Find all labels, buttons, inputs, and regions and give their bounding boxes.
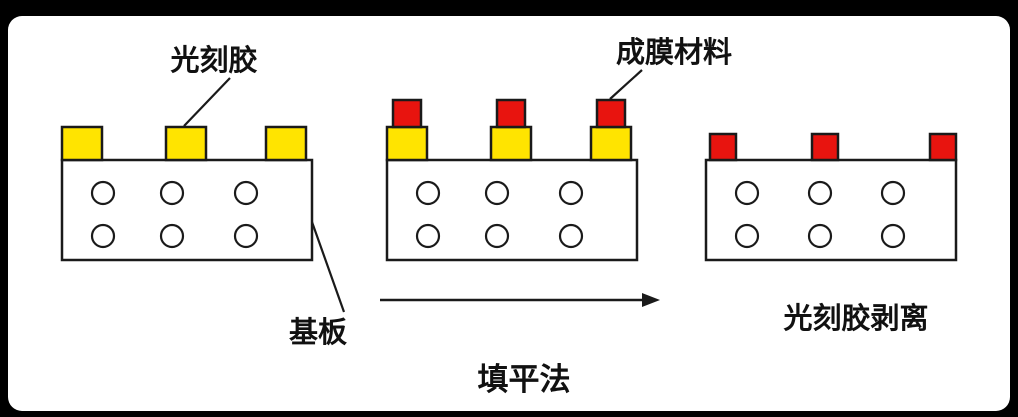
photoresist-block — [264, 125, 308, 162]
photoresist-block — [589, 125, 633, 162]
substrate-block — [385, 158, 639, 262]
process-arrow — [380, 293, 660, 307]
substrate-leader-line — [310, 221, 346, 313]
photoresist-block — [385, 125, 429, 162]
stage-photoresist-on-substrate — [60, 125, 314, 262]
film-material-block — [810, 132, 840, 162]
diagram-title: 填平法 — [478, 362, 571, 398]
film-material-block — [928, 132, 958, 162]
film-material-block — [391, 98, 423, 129]
photoresist-label: 光刻胶 — [170, 43, 257, 77]
stage-photoresist-stripped — [704, 132, 958, 262]
strip-label: 光刻胶剥离 — [783, 301, 928, 335]
substrate-holes — [90, 180, 259, 249]
film-material-block — [595, 98, 627, 129]
photoresist-block — [164, 125, 208, 162]
photoresist-leader-line — [183, 77, 231, 127]
film-material-leader-line — [609, 69, 643, 100]
stage-film-deposited — [385, 98, 639, 262]
substrate-label: 基板 — [289, 315, 348, 349]
film-material-block — [495, 98, 527, 129]
photoresist-block — [489, 125, 533, 162]
photoresist-block — [60, 125, 104, 162]
arrow-head-icon — [642, 293, 660, 307]
film-material-block — [708, 132, 738, 162]
substrate-holes — [734, 180, 906, 249]
substrate-holes — [415, 180, 584, 249]
film-material-label: 成膜材料 — [616, 35, 732, 69]
